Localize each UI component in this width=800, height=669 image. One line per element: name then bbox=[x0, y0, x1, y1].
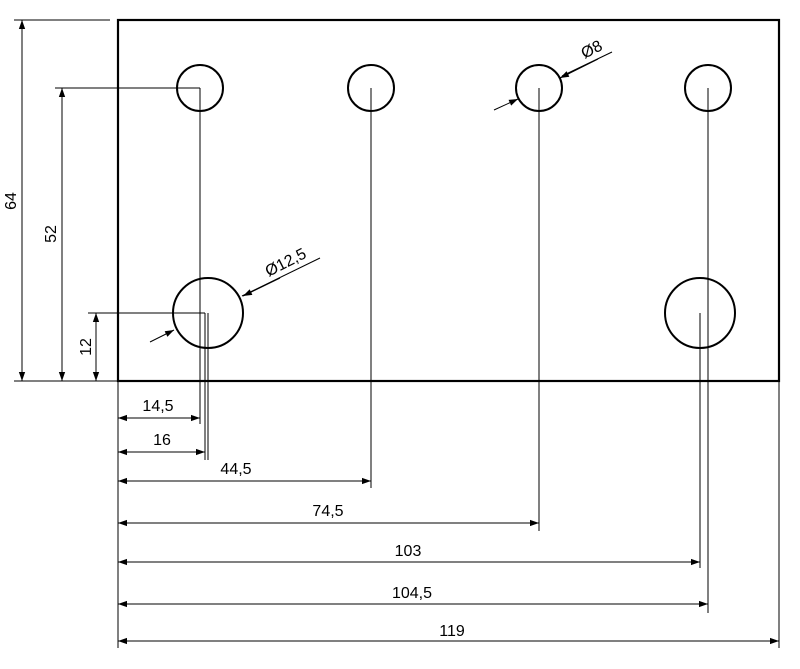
label-dim-104-5: 104,5 bbox=[392, 585, 432, 602]
label-height-52: 52 bbox=[43, 225, 60, 243]
label-dia-12-5: Ø12,5 bbox=[263, 245, 310, 280]
vertical-dimensions bbox=[18, 20, 100, 381]
label-dim-103: 103 bbox=[395, 543, 422, 560]
extension-lines bbox=[14, 19, 780, 648]
holes-small bbox=[176, 64, 732, 112]
label-height-64: 64 bbox=[3, 192, 20, 210]
label-dim-74-5: 74,5 bbox=[312, 503, 343, 520]
leader-dia-8-arrow bbox=[559, 58, 599, 79]
label-dim-119: 119 bbox=[439, 623, 465, 640]
dimension-labels: 64 52 12 Ø8 Ø12,5 14,5 16 44,5 74,5 103 … bbox=[3, 38, 605, 640]
label-dim-16: 16 bbox=[153, 432, 171, 449]
diameter-leaders bbox=[149, 51, 613, 343]
leader-dia-8-in bbox=[493, 98, 519, 111]
leader-dia-12-5-in bbox=[149, 329, 175, 343]
label-dim-14-5: 14,5 bbox=[142, 398, 173, 415]
label-dim-44-5: 44,5 bbox=[220, 461, 251, 478]
leader-dia-12-5-arrow bbox=[242, 277, 281, 297]
horizontal-dimensions bbox=[118, 414, 779, 645]
label-height-12: 12 bbox=[78, 338, 95, 356]
plate-outline bbox=[116, 18, 781, 383]
label-dia-8: Ø8 bbox=[579, 38, 606, 63]
